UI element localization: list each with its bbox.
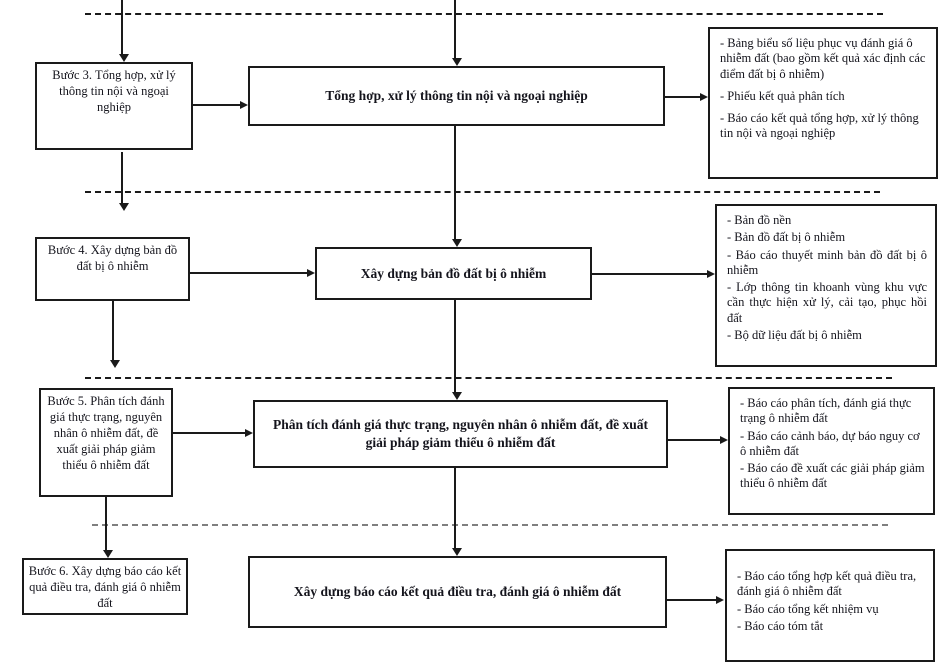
phase-divider-line-1	[85, 13, 883, 15]
arrow-top-into-step3-box	[119, 0, 129, 62]
step3-label-text: Bước 3. Tổng hợp, xử lý thông tin nội và…	[52, 68, 176, 114]
arrow-step3-to-step4-center	[452, 126, 462, 247]
step4-output-item-1: - Bản đồ nền	[727, 213, 792, 227]
step3-output-item-1: - Bảng biểu số liệu phục vụ đánh giá ô n…	[720, 36, 926, 81]
step6-output-item-3: - Báo cáo tóm tắt	[737, 618, 824, 633]
step4-output-item-4: - Lớp thông tin khoanh vùng khu vực cần …	[727, 280, 927, 325]
step4-output-item-2: - Bản đồ đất bị ô nhiễm	[727, 230, 846, 245]
step5-output-item-3: - Báo cáo đề xuất các giải pháp giảm thi…	[740, 461, 925, 491]
arrow-step3-label-to-process	[193, 101, 248, 109]
step3-output-item-3: - Báo cáo kết quả tổng hợp, xử lý thông …	[720, 111, 919, 141]
step6-output-item-1: - Báo cáo tổng hợp kết quả điều tra, đán…	[737, 569, 917, 599]
step5-output-item-1: - Báo cáo phân tích, đánh giá thực trạng…	[740, 396, 912, 426]
step5-process-box: Phân tích đánh giá thực trạng, nguyên nh…	[253, 400, 668, 468]
arrow-step4-process-to-output	[592, 270, 715, 278]
phase-divider-line-4	[92, 524, 888, 526]
phase-divider-line-3	[85, 377, 892, 379]
arrow-step5-process-to-output	[668, 436, 728, 444]
phase-divider-line-2	[85, 191, 880, 193]
step5-output-box: - Báo cáo phân tích, đánh giá thực trạng…	[728, 387, 935, 515]
step5-label-box: Bước 5. Phân tích đánh giá thực trạng, n…	[39, 388, 173, 497]
step3-output-box: - Bảng biểu số liệu phục vụ đánh giá ô n…	[708, 27, 938, 179]
step4-process-text: Xây dựng bản đồ đất bị ô nhiễm	[360, 265, 547, 281]
step6-label-box: Bước 6. Xây dựng báo cáo kết quả điều tr…	[22, 558, 188, 615]
step3-output-item-2: - Phiếu kết quả phân tích	[720, 88, 845, 103]
arrow-step4-label-to-process	[190, 269, 315, 277]
arrow-step5-to-step6-center	[452, 468, 462, 556]
arrow-step3-to-step4-left	[119, 152, 129, 211]
arrow-step4-to-step5-left	[110, 301, 120, 368]
arrow-top-into-step3-process	[452, 0, 462, 66]
step4-label-text: Bước 4. Xây dựng bản đồ đất bị ô nhiễm	[47, 243, 178, 273]
step4-output-item-5: - Bộ dữ liệu đất bị ô nhiễm	[727, 327, 862, 342]
arrow-step5-label-to-process	[173, 429, 253, 437]
step6-process-text: Xây dựng báo cáo kết quả điều tra, đánh …	[293, 584, 622, 600]
arrow-step6-process-to-output	[665, 596, 724, 604]
step6-process-box: Xây dựng báo cáo kết quả điều tra, đánh …	[248, 556, 667, 628]
step6-label-text: Bước 6. Xây dựng báo cáo kết quả điều tr…	[28, 564, 182, 610]
step5-label-text: Bước 5. Phân tích đánh giá thực trạng, n…	[47, 394, 165, 472]
step3-label-box: Bước 3. Tổng hợp, xử lý thông tin nội và…	[35, 62, 193, 150]
step5-process-text: Phân tích đánh giá thực trạng, nguyên nh…	[273, 417, 648, 450]
step4-process-box: Xây dựng bản đồ đất bị ô nhiễm	[315, 247, 592, 300]
step5-output-item-2: - Báo cáo cảnh báo, dự báo nguy cơ ô nhi…	[740, 428, 920, 458]
step6-output-box: - Báo cáo tổng hợp kết quả điều tra, đán…	[725, 549, 935, 662]
step4-output-item-3: - Báo cáo thuyết minh bản đồ đất bị ô nh…	[727, 247, 927, 277]
arrow-step3-process-to-output	[665, 93, 708, 101]
step4-output-box: - Bản đồ nền - Bản đồ đất bị ô nhiễm - B…	[715, 204, 937, 367]
arrow-step4-to-step5-center	[452, 300, 462, 400]
step3-process-box: Tổng hợp, xử lý thông tin nội và ngoại n…	[248, 66, 665, 126]
arrow-step5-to-step6-left	[103, 497, 113, 558]
step4-label-box: Bước 4. Xây dựng bản đồ đất bị ô nhiễm	[35, 237, 190, 301]
step6-output-item-2: - Báo cáo tổng kết nhiệm vụ	[737, 601, 879, 616]
step3-process-text: Tổng hợp, xử lý thông tin nội và ngoại n…	[325, 88, 588, 104]
